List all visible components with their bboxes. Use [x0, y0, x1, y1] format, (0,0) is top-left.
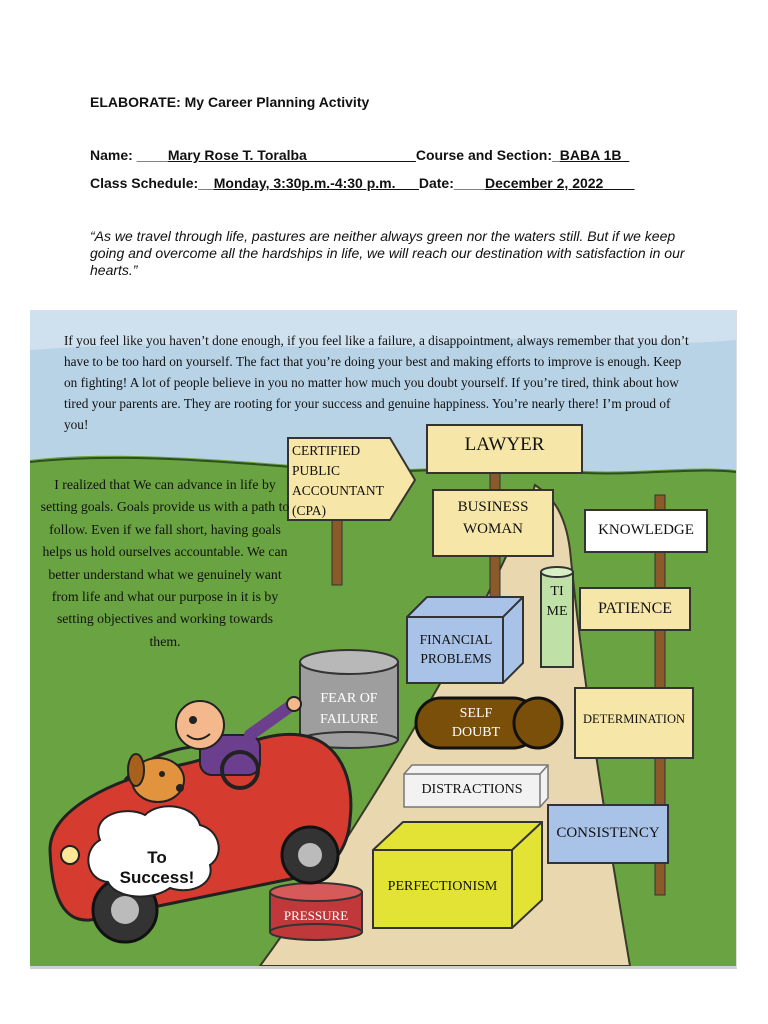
to-success-bubble-text: To Success! — [119, 848, 195, 887]
driver-eye — [189, 716, 197, 724]
dog-eye — [159, 771, 165, 777]
perfectionism-box-edges — [373, 821, 543, 928]
steering-wheel — [220, 750, 260, 790]
schedule-label: Class Schedule:__ — [90, 175, 214, 191]
goals-paragraph: I realized that We can advance in life b… — [40, 477, 290, 649]
financial-problems-label: FINANCIAL PROBLEMS — [419, 632, 493, 666]
driver-head — [175, 700, 225, 750]
fear-of-failure-label: FEAR OF FAILURE — [319, 691, 379, 727]
time-label: TIME — [546, 584, 568, 619]
self-doubt-label: SELF DOUBT — [451, 706, 501, 740]
patience-sign-label: PATIENCE — [597, 600, 673, 617]
perfectionism-box — [372, 821, 543, 929]
knowledge-sign-label: KNOWLEDGE — [598, 522, 694, 538]
dog-ear — [127, 753, 145, 787]
financial-box — [406, 596, 524, 684]
driver-arm — [244, 699, 298, 741]
speech-bubble — [87, 805, 220, 898]
pressure-cylinder-bottom — [269, 923, 363, 941]
name-line: Name: ____Mary Rose T. Toralba__________… — [90, 147, 629, 163]
car-hub-rear — [298, 843, 322, 867]
driver-hand — [286, 696, 302, 712]
distractions-box — [403, 764, 549, 808]
name-label: Name: ____ — [90, 147, 168, 163]
self-doubt-cylinder-end — [512, 696, 564, 750]
date-label: Date:____ — [418, 175, 486, 191]
cpa-sign-label: CERTIFIED PUBLIC ACCOUNTANT (CPA) — [292, 443, 384, 518]
hill-outline — [30, 456, 736, 475]
document-title: ELABORATE: My Career Planning Activity — [90, 94, 370, 110]
encouragement-paragraph: If you feel like you haven’t done enough… — [64, 333, 689, 432]
knowledge-sign — [584, 509, 708, 553]
headlight — [60, 845, 80, 865]
pressure-label: PRESSURE — [283, 908, 349, 923]
quote-text: “As we travel through life, pastures are… — [90, 228, 685, 278]
determination-sign-label: DETERMINATION — [582, 712, 686, 726]
date-value: December 2, 2022____ — [485, 175, 635, 191]
perfectionism-label: PERFECTIONISM — [387, 879, 498, 894]
fear-cylinder-top — [299, 649, 399, 675]
cpa-post — [331, 514, 343, 586]
cpa-sign — [287, 437, 417, 521]
lawyer-sign-label: LAWYER — [464, 434, 545, 455]
lawyer-sign — [426, 424, 583, 474]
determination-sign — [574, 687, 694, 759]
course-label: Course and Section:_ — [415, 147, 560, 163]
dog-nose — [176, 784, 184, 792]
patience-sign — [579, 587, 691, 631]
business-woman-sign — [432, 489, 554, 557]
name-value: Mary Rose T. Toralba______________ — [167, 147, 416, 163]
financial-box-edges — [407, 596, 524, 683]
distractions-box-edges — [404, 764, 549, 807]
illustration-graphic — [30, 310, 736, 966]
pressure-cylinder-top — [269, 882, 363, 902]
car-hub-front — [111, 896, 139, 924]
distractions-label: DISTRACTIONS — [421, 782, 523, 797]
driver-mouth — [186, 733, 211, 741]
career-road-illustration: If you feel like you haven’t done enough… — [30, 310, 737, 969]
schedule-value: Monday, 3:30p.m.-4:30 p.m.___ — [213, 175, 419, 191]
course-value: BABA 1B_ — [559, 147, 630, 163]
clouds — [30, 310, 736, 350]
consistency-sign — [547, 804, 669, 864]
schedule-line: Class Schedule:__Monday, 3:30p.m.-4:30 p… — [90, 175, 634, 191]
consistency-sign-label: CONSISTENCY — [556, 825, 660, 841]
business-woman-sign-label: BUSINESS WOMAN — [457, 499, 529, 537]
time-cylinder-top — [540, 566, 574, 578]
